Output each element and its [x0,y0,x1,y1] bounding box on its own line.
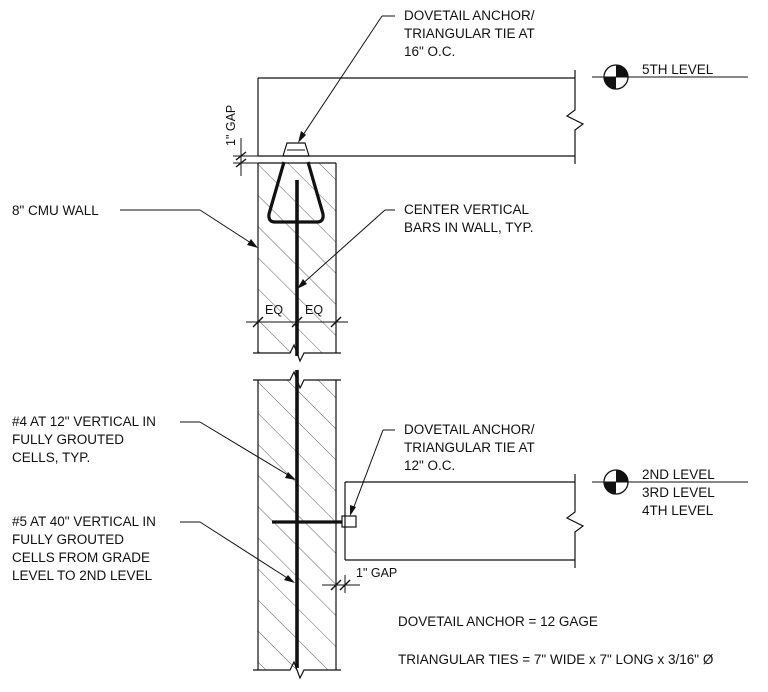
note-center-bars-line2: BARS IN WALL, TYP. [404,220,534,235]
note-bar4-line3: CELLS, TYP. [12,450,90,465]
triangular-tie-upper [267,161,325,224]
gap-label-bottom: 1" GAP [356,566,397,580]
eq-label-right: EQ [305,303,323,317]
note-bar4-line2: FULLY GROUTED [12,432,124,447]
gap-dimension-top [233,138,258,176]
note-bar5-line1: #5 AT 40" VERTICAL IN [12,514,156,529]
note-top-anchor-line1: DOVETAIL ANCHOR/ [404,8,535,23]
gap-label-top: 1" GAP [224,105,238,146]
level-label-4th: 4TH LEVEL [642,503,714,518]
note-center-bars-line1: CENTER VERTICAL [404,202,530,217]
note-bar5-line3: CELLS FROM GRADE [12,550,150,565]
note-bottom-anchor-line2: TRIANGULAR TIE AT [404,440,535,455]
note-bottom-anchor-line3: 12" O.C. [404,458,455,473]
level-label-3rd: 3RD LEVEL [642,485,715,500]
note-dovetail-spec: DOVETAIL ANCHOR = 12 GAGE [398,614,598,629]
leader-lines [120,15,395,583]
dovetail-anchor-lower [341,515,357,528]
level-marker-lower [592,469,748,495]
eq-dimension [246,312,348,330]
eq-label-left: EQ [265,303,283,317]
note-cmu-wall: 8" CMU WALL [12,203,99,218]
level-label-5th: 5TH LEVEL [642,62,714,77]
gap-dimension-bottom [322,575,360,593]
note-tie-spec: TRIANGULAR TIES = 7" WIDE x 7" LONG x 3/… [398,652,714,667]
note-top-anchor-line3: 16" O.C. [404,44,455,59]
slab-lower-levels [344,474,585,568]
note-bar5-line2: FULLY GROUTED [12,532,124,547]
note-bottom-anchor-line1: DOVETAIL ANCHOR/ [404,422,535,437]
note-bar4-line1: #4 AT 12" VERTICAL IN [12,414,156,429]
level-marker-5th [592,64,748,90]
slab-5th-level [257,70,585,164]
note-top-anchor-line2: TRIANGULAR TIE AT [404,26,535,41]
wall-break-line-bottom [253,660,341,680]
note-bar5-line4: LEVEL TO 2ND LEVEL [12,568,153,583]
level-label-2nd: 2ND LEVEL [642,467,715,482]
